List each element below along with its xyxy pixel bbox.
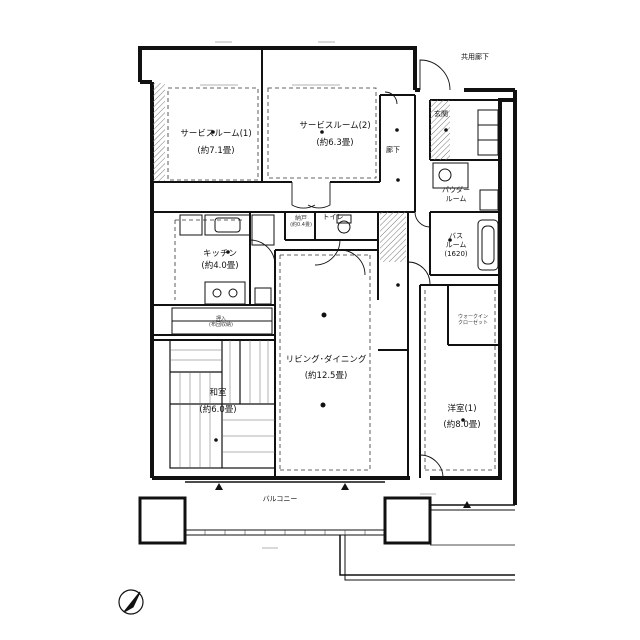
room-size: (約8.0畳)	[443, 420, 481, 430]
room-service-2: サービスルーム(2) (約6.3畳)	[290, 120, 380, 149]
balcony-arrows	[215, 483, 471, 508]
room-name-1: バス	[449, 232, 463, 240]
room-size: (約12.5畳)	[304, 371, 348, 381]
tatami-hatch	[170, 340, 275, 468]
shafts	[153, 83, 450, 262]
room-name: キッチン	[202, 249, 237, 259]
room-size: (約7.1畳)	[197, 146, 235, 156]
room-name-2: クローゼット	[457, 320, 488, 326]
room-service-1: サービスルーム(1) (約7.1畳)	[172, 128, 260, 157]
room-name: 和室	[209, 388, 227, 398]
room-name: 洋室(1)	[447, 404, 477, 414]
room-name-2: ルーム	[445, 241, 467, 249]
room-name: サービスルーム(1)	[180, 129, 252, 139]
room-genkan: 玄関	[434, 110, 448, 118]
balcony-structure	[138, 481, 515, 581]
room-name-1: パウダー	[442, 186, 470, 194]
room-nando: 納戸 (約0.4畳)	[287, 215, 315, 229]
room-size: (布団収納)	[209, 322, 233, 328]
kitchen-fixtures	[179, 214, 275, 305]
label-balcony: バルコニー	[262, 495, 298, 503]
room-size: (約6.0畳)	[199, 405, 237, 415]
room-powder: パウダー ルーム	[434, 186, 478, 204]
room-size: (約0.4畳)	[290, 222, 312, 228]
room-size: (約6.3畳)	[316, 138, 354, 148]
room-name: 納戸	[294, 215, 307, 222]
room-bath: バス ルーム (1620)	[436, 232, 476, 259]
room-name: サービスルーム(2)	[299, 121, 371, 131]
ceiling-lights	[211, 128, 465, 442]
room-closet: ウォークイン クローゼット	[449, 314, 497, 326]
compass-icon	[118, 589, 144, 615]
room-name-1: ウォークイン	[457, 314, 488, 320]
outer-walls	[138, 46, 517, 505]
room-kitchen: キッチン (約4.0畳)	[190, 248, 250, 272]
balcony-rail	[204, 530, 366, 535]
room-name-2: ルーム	[445, 195, 467, 203]
label-corridor: 共用廊下	[461, 53, 489, 61]
room-size: (約4.0畳)	[201, 261, 239, 271]
room-name: リビング･ダイニング	[285, 355, 367, 365]
bath-fixtures	[336, 109, 499, 271]
dashed-lines	[167, 87, 496, 471]
dimension-marks	[200, 41, 436, 549]
room-rouka: 廊下	[386, 146, 400, 154]
room-toilet: トイレ	[322, 213, 344, 221]
room-washitsu: 和室 (約6.0畳)	[188, 387, 248, 416]
room-yoshitsu: 洋室(1) (約8.0畳)	[432, 403, 492, 431]
oshiire	[171, 307, 273, 335]
room-name: 押入	[215, 316, 226, 322]
room-oshiire: 押入 (布団収納)	[196, 316, 246, 328]
room-size: (1620)	[444, 250, 468, 258]
door-swings	[249, 59, 451, 479]
room-living-dining: リビング･ダイニング (約12.5畳)	[276, 354, 376, 382]
